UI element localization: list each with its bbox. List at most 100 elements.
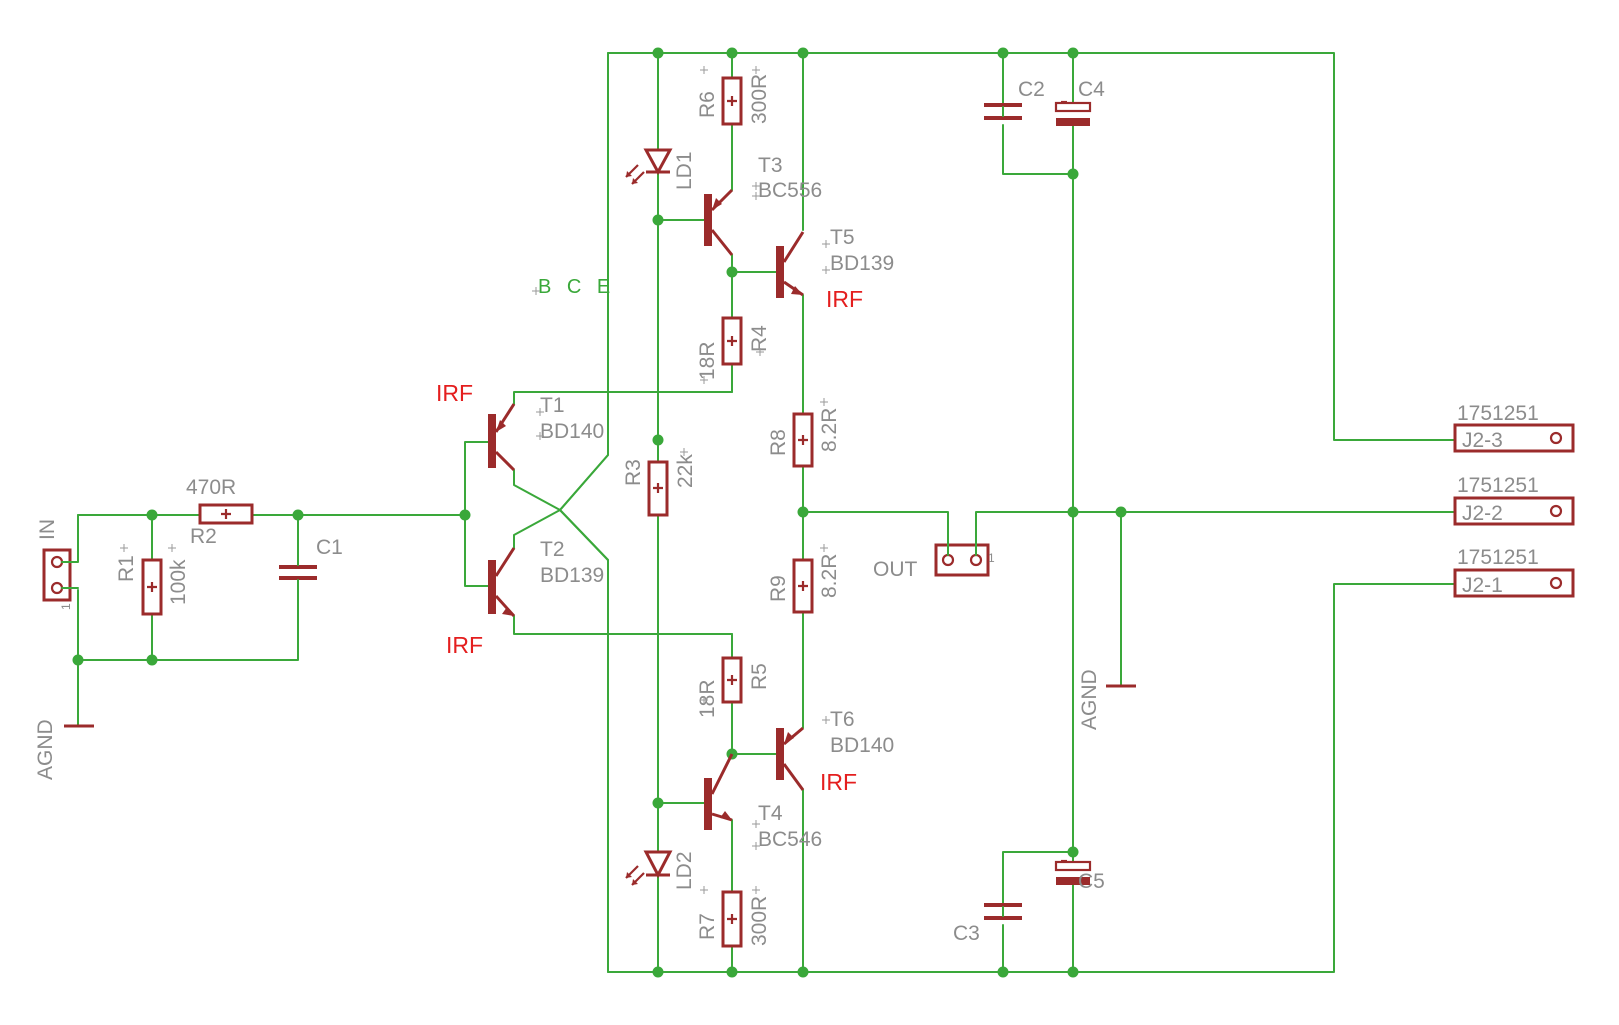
resistor-r1: R1 100k [115,555,190,616]
wire-top-rail [607,52,1456,441]
t4-name: T4 [758,802,783,825]
label-in: IN [36,519,59,540]
t2-value: BD139 [540,564,604,587]
wire-bottom-rail [607,583,1456,973]
r2-value: 470R [186,476,236,499]
r5-value: 18R [696,679,719,718]
led-ld1: LD1 [625,148,696,190]
wire-t1-collector [513,454,609,511]
label-agnd-left: AGND [34,719,57,780]
r2-name: R2 [190,525,217,548]
resistor-r6: R6 300R [696,74,771,126]
junctions [72,47,1127,978]
c5-name: C5 [1078,870,1105,893]
label-bce: B C E [538,276,615,298]
resistor-r5: 18R R5 [696,656,771,718]
t1-name: T1 [540,394,565,417]
j2-3-part: 1751251 [1457,402,1539,425]
c3-name: C3 [953,922,980,945]
wire-t1-t2-bases [464,441,491,587]
t1-irf-label: IRF [436,380,473,406]
t6-irf-label: IRF [820,769,857,795]
r6-value: 300R [748,74,771,124]
j2-2-pin: J2-2 [1462,502,1503,525]
label-out-pin: 1 [988,551,995,565]
transistor-t1: T1 BD140 IRF [436,380,604,472]
transistor-t4: T4 BC546 [704,753,822,851]
ground-symbol-left: AGND [34,719,94,780]
wire-c2 [1002,52,1074,175]
r3-value: 22k [674,454,697,488]
r8-name: R8 [767,429,790,456]
input-connector: IN 1 [36,514,79,610]
capacitor-c3: C3 [953,903,1022,945]
r5-name: R5 [748,663,771,690]
connector-j2-3: J2-3 1751251 [1453,402,1575,453]
r9-name: R9 [767,575,790,602]
transistor-t3: T3 BC556 [704,154,822,256]
t1-value: BD140 [540,420,604,443]
label-agnd-right: AGND [1078,669,1101,730]
t6-name: T6 [830,708,855,731]
c4-name: C4 [1078,78,1105,101]
t2-name: T2 [540,538,565,561]
r4-name: R4 [748,325,771,352]
output-connector: OUT 1 [873,539,995,581]
j2-3-pin: J2-3 [1462,429,1503,452]
r1-name: R1 [115,555,138,582]
capacitor-c4: C4 [1054,78,1105,126]
capacitor-c1: C1 [279,536,343,601]
r8-value: 8.2R [818,408,841,452]
r9-value: 8.2R [818,554,841,598]
r1-value: 100k [167,559,190,605]
t5-irf-label: IRF [826,286,863,312]
t5-value: BD139 [830,252,894,275]
connector-j2-1: J2-1 1751251 [1453,546,1575,598]
t2-irf-label: IRF [446,632,483,658]
resistor-r3: R3 22k [622,454,697,517]
transistor-t2: T2 BD139 IRF [446,538,604,658]
capacitor-c2: C2 [984,78,1045,120]
label-in-pin: 1 [59,603,73,610]
r7-value: 300R [748,896,771,946]
capacitor-c5: C5 [1054,859,1105,893]
wire-r4-t1 [513,391,733,405]
wire-left-rail [559,52,609,973]
resistor-r9: R9 8.2R [767,554,841,614]
wires [77,52,1456,973]
ld1-name: LD1 [673,151,696,190]
wire-input-ground [77,589,299,726]
j2-2-part: 1751251 [1457,474,1539,497]
led-ld2: LD2 [625,850,696,890]
t3-name: T3 [758,154,783,177]
ground-symbol-right: AGND [1078,669,1136,730]
resistor-r7: R7 300R [696,890,771,948]
c2-name: C2 [1018,78,1045,101]
wire-ground-line [975,511,1456,541]
wire-t2-collector [513,509,609,561]
label-out: OUT [873,558,918,581]
wire-t2-r5 [513,615,733,635]
r7-name: R7 [696,913,719,940]
transistor-t6: T6 BD140 IRF [776,708,894,795]
r3-name: R3 [622,459,645,486]
c1-name: C1 [316,536,343,559]
resistor-r8: R8 8.2R [767,408,841,468]
transistor-t5: T5 BD139 IRF [776,226,894,312]
t3-value: BC556 [758,179,822,202]
t5-name: T5 [830,226,855,249]
t4-value: BC546 [758,828,822,851]
j2-1-part: 1751251 [1457,546,1539,569]
ld2-name: LD2 [673,851,696,890]
wire-c3 [1002,851,1074,973]
r4-value: 18R [696,341,719,380]
wire-output-line [802,511,949,541]
connector-j2-2: J2-2 1751251 [1453,474,1575,526]
t6-value: BD140 [830,734,894,757]
origin-markers [120,66,830,894]
resistor-r2: 470R R2 [186,476,254,548]
j2-1-pin: J2-1 [1462,574,1503,597]
resistor-r4: 18R R4 [696,316,771,380]
r6-name: R6 [696,91,719,118]
